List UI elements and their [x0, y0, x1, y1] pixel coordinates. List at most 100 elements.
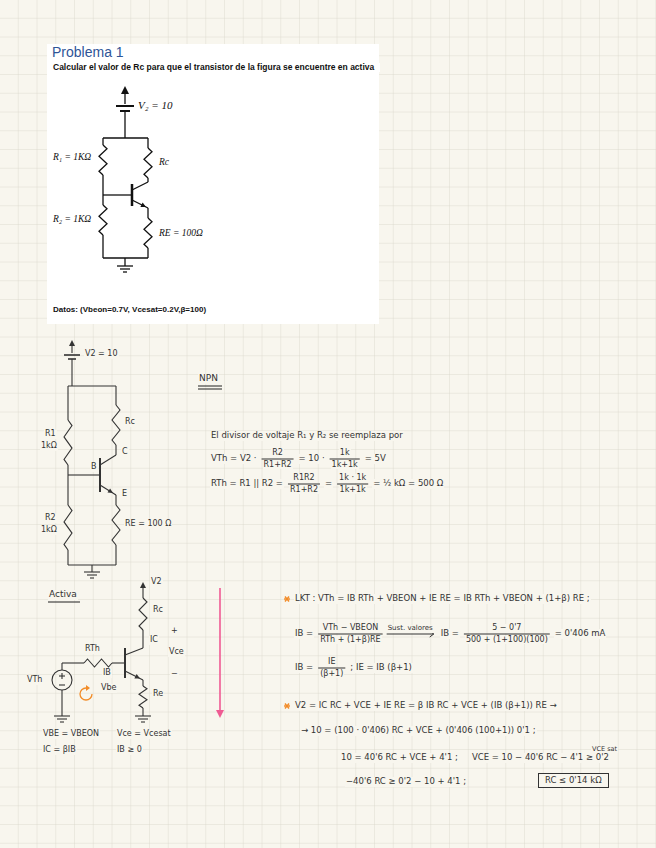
- active-circuit-sketch-stroke: [57, 718, 67, 719]
- active-circuit-sketch-stroke: [141, 721, 145, 722]
- circuit-label: VTh: [26, 676, 43, 685]
- circuit-label: RTh: [84, 645, 101, 654]
- active-circuit-sketch-stroke: [48, 601, 80, 602]
- circuit-label: IC: [149, 636, 159, 645]
- circuit-label: V2 = 10: [84, 350, 119, 359]
- fraction-term: R1+R2: [263, 461, 293, 470]
- circuit-original-stroke: [147, 208, 148, 218]
- circuit-sketch-stroke: [64, 354, 80, 356]
- circuit-original-stroke: [132, 200, 148, 208]
- circuit-original-stroke: [103, 137, 148, 138]
- circuit-label: B: [90, 463, 98, 472]
- circuit-original-stroke: [124, 258, 125, 266]
- superscript-note: VCE sat: [591, 746, 618, 753]
- fraction-bar: [288, 484, 320, 485]
- circuit-original-stroke: [102, 138, 103, 145]
- handwritten-equation: = 10 ·: [298, 454, 326, 463]
- circuit-sketch-stroke: [69, 340, 75, 346]
- bullet-star: [284, 597, 290, 709]
- component-label: R₁ = 1KΩ: [52, 152, 92, 162]
- active-circuit-sketch-stroke: [61, 663, 62, 670]
- handwritten-equation: −40'6 RC ≥ 0'2 − 10 + 4'1 ;: [345, 777, 467, 786]
- circuit-label: IB: [102, 669, 112, 678]
- circuit-original-stroke: [123, 271, 127, 272]
- active-circuit-sketch-stroke: [139, 686, 147, 708]
- circuit-label: −: [170, 670, 179, 679]
- active-circuit-sketch-stroke: [59, 684, 65, 685]
- handwritten-equation: = 5V: [364, 454, 387, 463]
- section-heading: NPN: [198, 374, 219, 384]
- active-circuit-sketch-stroke: [134, 674, 140, 678]
- active-circuit-sketch-stroke: [86, 685, 90, 691]
- active-circuit-sketch-stroke: [138, 718, 148, 719]
- fraction-term: 1k+1k: [331, 461, 359, 470]
- circuit-original-stroke: [120, 268, 130, 269]
- active-circuit-sketch-stroke: [125, 671, 143, 680]
- active-circuit-sketch-stroke: [61, 673, 62, 679]
- circuit-sketch-stroke: [90, 577, 94, 578]
- circuit-sketch-stroke: [100, 485, 116, 495]
- circuit-sketch-stroke: [71, 359, 72, 386]
- handwritten-equation: = ½ kΩ = 500 Ω: [372, 479, 444, 488]
- given-data: Datos: (Vbeon=0.7V, Vcesat=0.2V,β=100): [52, 306, 207, 315]
- result-text: RC ≤ 0'14 kΩ: [544, 776, 603, 785]
- active-circuit-sketch-stroke: [84, 659, 112, 667]
- circuit-sketch-stroke: [112, 405, 120, 445]
- circuit-original-stroke: [117, 265, 133, 266]
- handwritten-equation: =: [324, 479, 333, 488]
- circuit-sketch-stroke: [68, 385, 116, 386]
- handwritten-equation: LKT : VTh = IB RTh + VBEON + IE RE = IB …: [294, 594, 591, 603]
- handwritten-equation: El divisor de voltaje R₁ y R₂ se reempla…: [210, 431, 404, 440]
- active-circuit-sketch-stroke: [60, 721, 64, 722]
- active-circuit-sketch-stroke: [135, 715, 151, 716]
- circuit-original-stroke: [124, 111, 125, 138]
- component-label: R₂ = 1KΩ: [52, 214, 92, 224]
- supply-label: V₂ = 10: [137, 99, 173, 111]
- circuit-label: V2: [150, 578, 163, 587]
- problem-panel: [47, 44, 379, 324]
- active-circuit-sketch-stroke: [219, 588, 221, 712]
- fraction-bar: [262, 459, 294, 460]
- circuit-sketch-stroke: [99, 458, 101, 492]
- problem-title: Problema 1: [51, 45, 125, 60]
- circuit-original-stroke: [121, 86, 129, 94]
- fraction-term: R1+R2: [289, 486, 319, 495]
- fraction-bar: [330, 459, 360, 460]
- component-label: Rc: [158, 157, 170, 167]
- circuit-original: [99, 86, 152, 272]
- bullet-star-stroke: [285, 597, 289, 602]
- fraction-bar: [337, 484, 368, 485]
- fraction-term: 500 + (1+100)(100): [465, 636, 549, 645]
- circuit-label: Re: [152, 690, 164, 699]
- circuit-label: Vbe: [100, 684, 117, 693]
- fraction-term: R1R2: [292, 474, 315, 483]
- circuit-label: 1kΩ: [40, 442, 58, 451]
- fraction-term: RTh + (1+β)RE: [319, 636, 381, 645]
- circuit-original-stroke: [140, 203, 146, 207]
- circuit-label: RE = 100 Ω: [124, 520, 172, 529]
- circuit-sketch-stroke: [87, 574, 97, 575]
- active-circuit-sketch-stroke: [125, 648, 143, 655]
- circuit-original-stroke: [147, 248, 148, 258]
- substitution-arrow: [387, 634, 434, 635]
- handwritten-equation: VTh = V2 ·: [210, 454, 258, 463]
- active-circuit-sketch-stroke: [140, 582, 146, 588]
- circuit-original-stroke: [124, 94, 125, 104]
- bullet-star-stroke: [285, 704, 289, 709]
- fraction-term: IE: [327, 658, 336, 667]
- circuit-sketch-stroke: [71, 346, 72, 353]
- active-circuit-sketch-stroke: [52, 670, 72, 690]
- fraction-term: R2: [271, 449, 284, 458]
- fraction-bar: [464, 634, 550, 635]
- circuit-sketch-stroke: [198, 385, 222, 386]
- active-circuit-sketch-stroke: [61, 690, 62, 716]
- circuit-sketch: [64, 340, 222, 578]
- active-circuit-sketch-stroke: [139, 598, 147, 630]
- circuit-sketch-stroke: [91, 565, 92, 572]
- fraction-term: 1k: [339, 449, 351, 458]
- circuit-original-stroke: [147, 178, 148, 182]
- handwritten-equation: = 0'406 mA: [554, 629, 607, 638]
